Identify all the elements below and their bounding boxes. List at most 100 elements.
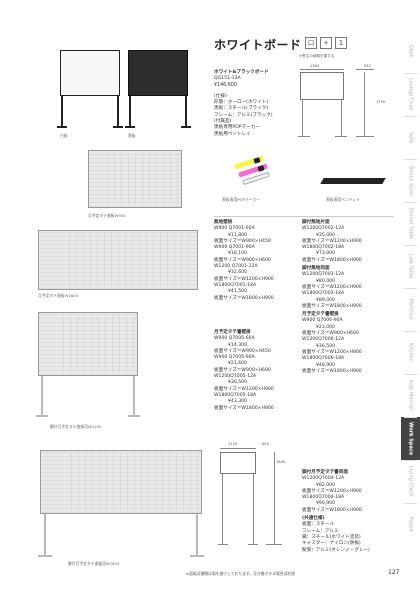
spec-line: 板面サイズ＝W900×H600 xyxy=(302,331,359,337)
marker-image xyxy=(228,152,280,192)
spec-line: ¥11,800 xyxy=(228,232,247,238)
spec-line: 板面サイズ＝W900×H450 xyxy=(214,348,271,354)
sidebar-item[interactable]: Pause xyxy=(401,503,420,546)
wall-board-small-caption: 月予定タテ書板W900 xyxy=(88,213,126,218)
dimension-drawing: 1300 540 1750 xyxy=(292,60,392,140)
spec-line: キャスター：ナイロン(防振) xyxy=(302,541,361,547)
sidebar-item[interactable]: Work Space xyxy=(401,417,420,460)
dim-width-2: 1220 xyxy=(228,442,238,446)
sidebar-item[interactable]: Partition xyxy=(401,288,420,331)
spec-line: W1800Q7006-18A xyxy=(302,356,345,362)
spec-line: ¥32,600 xyxy=(228,270,247,276)
spec-line: ¥36,500 xyxy=(316,343,335,349)
spec-line: ¥41,500 xyxy=(228,289,247,295)
spec-line: W1800Q7002-18A xyxy=(302,245,345,251)
spec-line: 板面サイズ＝W1800×H900 xyxy=(302,507,362,513)
wall-board-small-image xyxy=(88,150,182,208)
spec-line: W900 Q7005-60A xyxy=(214,336,255,342)
spec-line: フレーム：アルミ xyxy=(302,528,339,534)
sidebar-item[interactable]: Lounge Chair xyxy=(401,73,420,116)
section-heading: 脚付無地片面 xyxy=(302,220,330,225)
spec-line: 板面サイズ＝W1200×H900 xyxy=(302,284,362,290)
spec-line: W900 Q7001-90A xyxy=(214,245,255,251)
sidebar-divider xyxy=(404,374,417,375)
wall-board-large-image xyxy=(38,230,198,290)
spec-line: ¥73,000 xyxy=(316,251,335,257)
sidebar-item[interactable]: Low Table xyxy=(401,245,420,288)
sidebar-divider xyxy=(404,116,417,117)
spec-line: ¥23,000 xyxy=(316,324,335,330)
black-board-image xyxy=(125,50,191,130)
spec-line: 板面：スチール xyxy=(302,522,335,528)
dim-width: 1300 xyxy=(310,64,320,68)
white-board-image xyxy=(57,50,123,130)
spec-line: ¥89,000 xyxy=(316,297,335,303)
markers-caption: 黒板専用POPマーカー xyxy=(222,197,260,202)
spec-line: 脚：スチール(ホワイト塗装) xyxy=(302,534,361,540)
spec-line: ¥80,000 xyxy=(316,278,335,284)
spec-line: ¥21,600 xyxy=(228,361,247,367)
sidebar-item-label: Living Chest xyxy=(407,466,414,497)
section-heading: 月予定タテ書壁掛 xyxy=(302,312,339,318)
sidebar-divider xyxy=(404,331,417,332)
spec-line: W1200 Q7001-12A xyxy=(214,264,258,270)
spec-line: ¥36,500 xyxy=(228,380,247,386)
sidebar-divider xyxy=(404,245,417,246)
sidebar-item[interactable]: Desk xyxy=(401,30,420,73)
whiteblack-spec-1: 形態：ホーロー(ホワイト) xyxy=(214,100,269,106)
stand-board-small-image xyxy=(36,312,140,420)
spec-line: 板面サイズ＝W1200×H900 xyxy=(302,238,362,244)
spec-line: 板面サイズ＝W1800×H900 xyxy=(302,303,362,309)
spec-line: 板面サイズ＝W900×H600 xyxy=(214,257,271,263)
dim-height-2: 1640 xyxy=(276,460,286,464)
spec-line: 板面サイズ＝W1800×H900 xyxy=(302,368,362,374)
sidebar-item[interactable]: Living Chest xyxy=(401,460,420,503)
sidebar-divider xyxy=(404,288,417,289)
spec-line: 板面サイズ＝W900×H600 xyxy=(214,367,271,373)
spec-line: W1200Q7002-12A xyxy=(302,226,345,232)
spec-line: W1200Q7005-12A xyxy=(214,374,257,380)
spec-line: 板面サイズ＝W1200×H900 xyxy=(302,488,362,494)
section-heading: (共通仕様) xyxy=(302,516,325,522)
sidebar-divider xyxy=(404,202,417,203)
sidebar-item-label: Work Space xyxy=(407,421,414,456)
sidebar-item-label: Partition xyxy=(407,299,414,320)
option-icon: + xyxy=(320,37,332,49)
spec-line: W1800Q7001-18A xyxy=(214,282,257,288)
icon-caption: ※受注の納期を要する xyxy=(299,54,335,58)
sidebar-item-label: Low Table xyxy=(407,254,414,279)
dim-height: 1750 xyxy=(376,100,386,104)
stand-board-large-caption: 脚付月予定タテ書板用W1800 xyxy=(68,561,120,566)
sidebar-item-label: Desk xyxy=(407,45,414,58)
sidebar-divider xyxy=(404,417,417,418)
sidebar-divider xyxy=(404,503,417,504)
sidebar-item[interactable]: Sofa xyxy=(401,116,420,159)
whiteblack-info: ホワイト&ブラックボード QG151-13A ¥146,600 (仕様) 形態：… xyxy=(214,70,273,138)
spec-line: W1200Q7006-12A xyxy=(302,337,345,343)
whiteblack-spec-2: 黒板：スチール(ブラック) xyxy=(214,106,269,112)
spec-line: 板面サイズ＝W1800×H900 xyxy=(214,405,274,411)
sidebar-item[interactable]: Bench Stool xyxy=(401,159,420,202)
sidebar-item[interactable]: Kids Manner xyxy=(401,374,420,417)
spec-line: ¥43,300 xyxy=(228,399,247,405)
section-heading: 月予定タテ書壁掛 xyxy=(214,330,251,335)
spec-icons: ロ + 1 xyxy=(305,37,347,49)
sidebar-item[interactable]: Kitchen xyxy=(401,331,420,374)
sidebar-item-label: Sofa xyxy=(407,131,414,144)
sidebar-item[interactable]: Dinner Table xyxy=(401,202,420,245)
sidebar-item-label: Kids Manner xyxy=(407,380,414,411)
spec-line: W900 Q7005-90A xyxy=(214,355,255,361)
whiteblack-accessory-heading: (付属品) xyxy=(214,119,232,125)
dim-depth: 540 xyxy=(364,64,371,68)
spec-line: W900 Q7001-60A xyxy=(214,226,255,232)
sidebar-divider xyxy=(404,73,417,74)
whiteblack-price: ¥146,600 xyxy=(214,82,237,88)
footnote: ※面板は開閉は傷を避けしております。浮き着けする場合は別途 xyxy=(186,571,295,576)
whiteblack-spec-3: フレーム：アルミ(ブラック) xyxy=(214,112,273,118)
section-heading: 脚付無地両面 xyxy=(302,266,330,272)
dimension-drawing-2: 1220 600 1640 xyxy=(214,442,298,554)
whiteblack-code: QG151-13A xyxy=(214,76,241,82)
